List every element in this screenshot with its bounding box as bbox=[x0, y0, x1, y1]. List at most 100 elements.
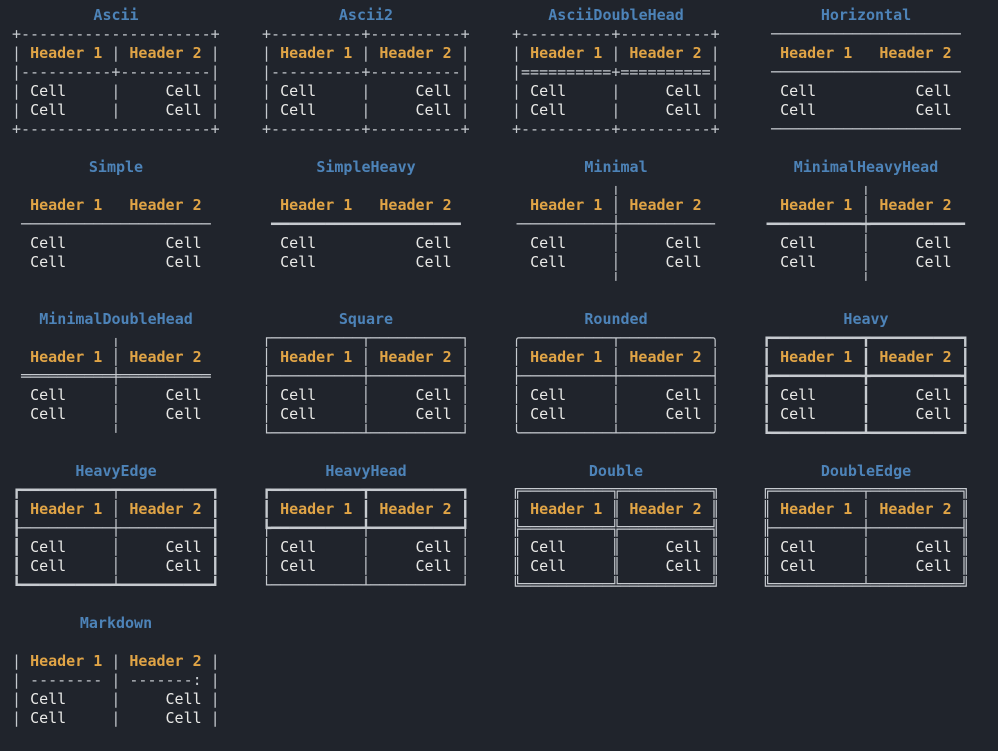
cell-text: Cell bbox=[30, 405, 67, 423]
cell-text: Cell bbox=[665, 405, 702, 423]
header-2-text: Header 2 bbox=[629, 196, 702, 214]
cell-text: Cell bbox=[780, 538, 817, 556]
cell-text: Cell bbox=[165, 82, 202, 100]
cell-text: Cell bbox=[280, 253, 317, 271]
cell-text: Cell bbox=[30, 690, 67, 708]
cell-text: Cell bbox=[665, 234, 702, 252]
box-style-table-square: Square┌──────────┬──────────┐ │ Header 1… bbox=[262, 310, 470, 443]
table-title: Simple bbox=[88, 158, 144, 176]
header-1-text: Header 1 bbox=[30, 500, 103, 518]
table-title: Heavy bbox=[843, 310, 889, 328]
cell-text: Cell bbox=[780, 234, 817, 252]
cell-text: Cell bbox=[280, 405, 317, 423]
cell-text: Cell bbox=[915, 405, 952, 423]
cell-text: Cell bbox=[415, 101, 452, 119]
header-1-text: Header 1 bbox=[280, 348, 353, 366]
cell-text: Cell bbox=[915, 234, 952, 252]
table-title: MinimalDoubleHead bbox=[39, 310, 193, 328]
cell-text: Cell bbox=[665, 386, 702, 404]
header-1-text: Header 1 bbox=[780, 196, 853, 214]
cell-text: Cell bbox=[915, 557, 952, 575]
table-box-art: | Header 1 | Header 2 | | -------- | ---… bbox=[12, 652, 220, 727]
cell-text: Cell bbox=[915, 101, 952, 119]
header-2-text: Header 2 bbox=[129, 196, 202, 214]
header-1-text: Header 1 bbox=[530, 348, 603, 366]
cell-text: Cell bbox=[30, 82, 67, 100]
table-title: HeavyHead bbox=[325, 462, 407, 480]
box-style-table-markdown: Markdown | Header 1 | Header 2 | | -----… bbox=[12, 614, 220, 747]
cell-text: Cell bbox=[530, 405, 567, 423]
header-1-text: Header 1 bbox=[780, 500, 853, 518]
table-title: AsciiDoubleHead bbox=[548, 6, 684, 24]
cell-text: Cell bbox=[780, 386, 817, 404]
header-1-text: Header 1 bbox=[780, 348, 853, 366]
header-1-text: Header 1 bbox=[30, 196, 103, 214]
table-box-art: ╔══════════╤══════════╗ ║ Header 1 │ Hea… bbox=[762, 481, 970, 594]
cell-text: Cell bbox=[280, 101, 317, 119]
table-box-art: +---------------------+ | Header 1 | Hea… bbox=[12, 25, 220, 138]
cell-text: Cell bbox=[530, 101, 567, 119]
cell-text: Cell bbox=[780, 101, 817, 119]
box-style-table-asciidoublehead: AsciiDoubleHead+----------+----------+ |… bbox=[512, 6, 720, 139]
header-1-text: Header 1 bbox=[30, 652, 103, 670]
table-title: Markdown bbox=[79, 614, 153, 632]
cell-text: Cell bbox=[780, 405, 817, 423]
header-2-text: Header 2 bbox=[129, 44, 202, 62]
header-2-text: Header 2 bbox=[879, 196, 952, 214]
cell-text: Cell bbox=[915, 386, 952, 404]
table-title: SimpleHeavy bbox=[316, 158, 416, 176]
cell-text: Cell bbox=[780, 82, 817, 100]
table-title: Ascii2 bbox=[338, 6, 394, 24]
box-style-table-heavy: Heavy┏━━━━━━━━━━┳━━━━━━━━━━┓ ┃ Header 1 … bbox=[762, 310, 970, 443]
cell-text: Cell bbox=[165, 234, 202, 252]
box-style-table-minimaldoublehead: MinimalDoubleHead ╷ Header 1 │ Header 2 … bbox=[12, 310, 220, 443]
box-style-table-heavyedge: HeavyEdge┏━━━━━━━━━━┯━━━━━━━━━━┓ ┃ Heade… bbox=[12, 462, 220, 595]
cell-text: Cell bbox=[280, 386, 317, 404]
cell-text: Cell bbox=[530, 557, 567, 575]
cell-text: Cell bbox=[530, 234, 567, 252]
cell-text: Cell bbox=[30, 557, 67, 575]
header-2-text: Header 2 bbox=[129, 500, 202, 518]
cell-text: Cell bbox=[530, 538, 567, 556]
cell-text: Cell bbox=[30, 101, 67, 119]
header-2-text: Header 2 bbox=[379, 44, 452, 62]
header-1-text: Header 1 bbox=[30, 44, 103, 62]
cell-text: Cell bbox=[665, 101, 702, 119]
cell-text: Cell bbox=[665, 557, 702, 575]
cell-text: Cell bbox=[30, 253, 67, 271]
table-box-art: ───────────────────── Header 1 Header 2 … bbox=[771, 25, 961, 138]
cell-text: Cell bbox=[165, 253, 202, 271]
table-box-art: +----------+----------+ | Header 1 | Hea… bbox=[512, 25, 720, 138]
cell-text: Cell bbox=[165, 557, 202, 575]
box-style-table-heavyhead: HeavyHead┏━━━━━━━━━━┳━━━━━━━━━━┓ ┃ Heade… bbox=[262, 462, 470, 595]
table-box-art: Header 1 Header 2 ━━━━━━━━━━━━━━━━━━━━━ … bbox=[271, 196, 461, 271]
header-2-text: Header 2 bbox=[129, 652, 202, 670]
cell-text: Cell bbox=[30, 386, 67, 404]
table-box-art: Header 1 Header 2 ───────────────────── … bbox=[21, 196, 211, 271]
header-2-text: Header 2 bbox=[379, 196, 452, 214]
table-box-art: ╷ Header 1 │ Header 2 ╺━━━━━━━━━━┿━━━━━━… bbox=[762, 177, 970, 290]
table-box-art: ╭──────────┬──────────╮ │ Header 1 │ Hea… bbox=[512, 329, 720, 442]
table-title: Minimal bbox=[584, 158, 648, 176]
header-2-text: Header 2 bbox=[879, 44, 952, 62]
table-box-art: ┏━━━━━━━━━━┳━━━━━━━━━━┓ ┃ Header 1 ┃ Hea… bbox=[762, 329, 970, 442]
header-1-text: Header 1 bbox=[530, 196, 603, 214]
header-2-text: Header 2 bbox=[629, 44, 702, 62]
cell-text: Cell bbox=[415, 538, 452, 556]
cell-text: Cell bbox=[415, 82, 452, 100]
table-box-art: ┏━━━━━━━━━━┯━━━━━━━━━━┓ ┃ Header 1 │ Hea… bbox=[12, 481, 220, 594]
table-box-art: ┏━━━━━━━━━━┳━━━━━━━━━━┓ ┃ Header 1 ┃ Hea… bbox=[262, 481, 470, 594]
box-style-table-ascii2: Ascii2+----------+----------+ | Header 1… bbox=[262, 6, 470, 139]
header-1-text: Header 1 bbox=[530, 500, 603, 518]
cell-text: Cell bbox=[915, 538, 952, 556]
box-style-table-ascii: Ascii+---------------------+ | Header 1 … bbox=[12, 6, 220, 139]
cell-text: Cell bbox=[30, 538, 67, 556]
header-1-text: Header 1 bbox=[780, 44, 853, 62]
cell-text: Cell bbox=[665, 82, 702, 100]
header-1-text: Header 1 bbox=[280, 44, 353, 62]
cell-text: Cell bbox=[165, 101, 202, 119]
header-2-text: Header 2 bbox=[379, 500, 452, 518]
cell-text: Cell bbox=[30, 709, 67, 727]
box-style-table-rounded: Rounded╭──────────┬──────────╮ │ Header … bbox=[512, 310, 720, 443]
header-1-text: Header 1 bbox=[30, 348, 103, 366]
